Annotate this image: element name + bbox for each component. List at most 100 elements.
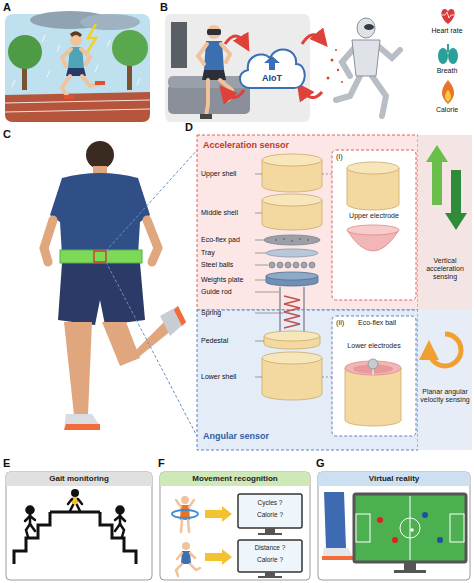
node-heading: Gait monitoring [6, 474, 152, 483]
exploded-sensor-part [262, 194, 322, 206]
home-vr-scene-part-part [198, 44, 207, 64]
node-text: Eco-flex ball [358, 319, 414, 327]
exploded-sensor-part-part [285, 262, 291, 268]
leader-lines [255, 174, 332, 377]
sensing-box: Vertical acceleration sensing [418, 135, 472, 310]
home-vr-scene-part [198, 44, 232, 116]
leader-lines-part [255, 313, 284, 314]
activity-figures-part-part [181, 520, 182, 532]
home-vr-scene-part [352, 40, 380, 76]
home-vr-scene-part-part [341, 81, 343, 83]
vr-soccer-part [354, 494, 466, 562]
home-vr-scene-part-part [336, 76, 360, 100]
activity-figures-part [265, 572, 275, 576]
runner-with-belt-part [64, 414, 100, 430]
node-heading: AIoT [244, 73, 300, 83]
stairs-figures-part [25, 499, 125, 537]
part-label: Middle shell [201, 209, 254, 217]
part-label: Weights plate [201, 276, 254, 284]
panel-letter: E [3, 457, 15, 470]
inset-box: (i)Upper electrode [332, 150, 416, 300]
runner-with-belt-part [64, 424, 100, 430]
runner-with-belt-part [174, 306, 186, 326]
exploded-sensor-part-part [269, 262, 275, 268]
exploded-sensor-part-part [291, 240, 293, 242]
application-panels-part [318, 472, 470, 580]
application-panels-part [160, 472, 310, 486]
activity-figures-part-part [189, 500, 194, 507]
vr-soccer-part [377, 512, 443, 543]
exploded-sensor-part [280, 287, 304, 332]
home-vr-scene-part-part [206, 80, 208, 116]
home-vr-scene-part [207, 25, 221, 39]
home-vr-scene-part [327, 49, 344, 83]
inset-box: (ii)Eco-flex ballLower electrodes [332, 316, 416, 436]
exploded-sensor-part [262, 154, 322, 166]
home-vr-scene-part [202, 70, 226, 80]
rain-runner-scene-part [8, 35, 42, 69]
part-label: Lower shell [201, 373, 254, 381]
stairs-figures-part-part [78, 499, 82, 504]
sensing-box: Planar angular velocity sensing [418, 310, 472, 450]
exploded-sensor [262, 154, 322, 400]
runner-with-belt-part-part [147, 220, 158, 262]
activity-figures-part-part [176, 564, 182, 576]
node-heading: Acceleration sensor [203, 140, 323, 150]
rain-runner-scene-part [70, 31, 82, 37]
stairs-figures-part-part [115, 516, 120, 520]
icon-label: Calorie [420, 106, 474, 114]
stairs-figures-part-part [26, 524, 30, 537]
home-vr-scene-part [448, 48, 458, 64]
home-vr-scene-part [441, 9, 454, 24]
rotation-arrow [429, 334, 461, 366]
rain-runner-scene-part-part [5, 100, 150, 103]
rain-runner-scene-part [80, 14, 140, 30]
stairs-figures-part [14, 512, 50, 564]
home-vr-scene-part [165, 14, 310, 122]
node-heading: Distance ? [240, 544, 300, 551]
node-heading: Virtual reality [318, 474, 470, 483]
rain-runner-scene-part [12, 35, 140, 87]
exploded-sensor-part [284, 296, 300, 328]
runner-with-belt-part [64, 322, 92, 415]
home-vr-scene-part-part [335, 49, 337, 51]
stairs-figures-part-part [27, 507, 34, 514]
home-vr-scene-part [364, 24, 374, 30]
application-panels-part [160, 472, 310, 580]
node-heading: Angular sensor [203, 431, 323, 441]
runner-with-belt-part-part [44, 220, 53, 262]
runner-with-belt-part [44, 220, 158, 262]
home-vr-scene-part-part [378, 46, 400, 58]
vr-soccer-part-part [392, 537, 398, 543]
activity-figures-part [205, 549, 232, 565]
leader-lines-part [255, 240, 264, 241]
home-vr-scene-part [302, 35, 322, 44]
vr-soccer-part-part [422, 512, 428, 518]
application-panel: Movement recognitionCycles ?Calorie ?Dis… [160, 472, 310, 580]
home-vr-scene-part-part [372, 76, 386, 116]
exploded-sensor-part-part [303, 287, 305, 332]
exploded-sensor-part-part [309, 262, 315, 268]
vr-soccer-part-part [356, 514, 370, 542]
home-vr-scene-part-part [221, 44, 230, 62]
stairs-figures-part-part [120, 524, 124, 537]
home-vr-scene-part [225, 36, 245, 44]
node-heading: Movement recognition [160, 474, 310, 483]
activity-figures-part-part [190, 564, 200, 570]
part-label: Upper shell [201, 170, 254, 178]
exploded-sensor-part-part [283, 238, 285, 240]
vr-soccer-part-part [377, 517, 383, 523]
home-vr-scene-part [207, 29, 221, 35]
rain-runner-scene-part-part [107, 40, 110, 47]
vertical-arrows-part [426, 145, 448, 205]
home-vr-scene-part [445, 90, 451, 102]
runner-with-belt-part [60, 250, 142, 263]
rain-runner-scene [5, 11, 150, 122]
vertical-arrows-part [445, 170, 467, 230]
runner-with-belt [44, 141, 199, 440]
stairs-figures-part-part [30, 516, 35, 520]
panel-letter: D [185, 121, 197, 134]
vr-soccer-part [356, 496, 464, 560]
stairs-figures-part-part [117, 507, 124, 514]
upper-electrode-inset [347, 162, 399, 251]
